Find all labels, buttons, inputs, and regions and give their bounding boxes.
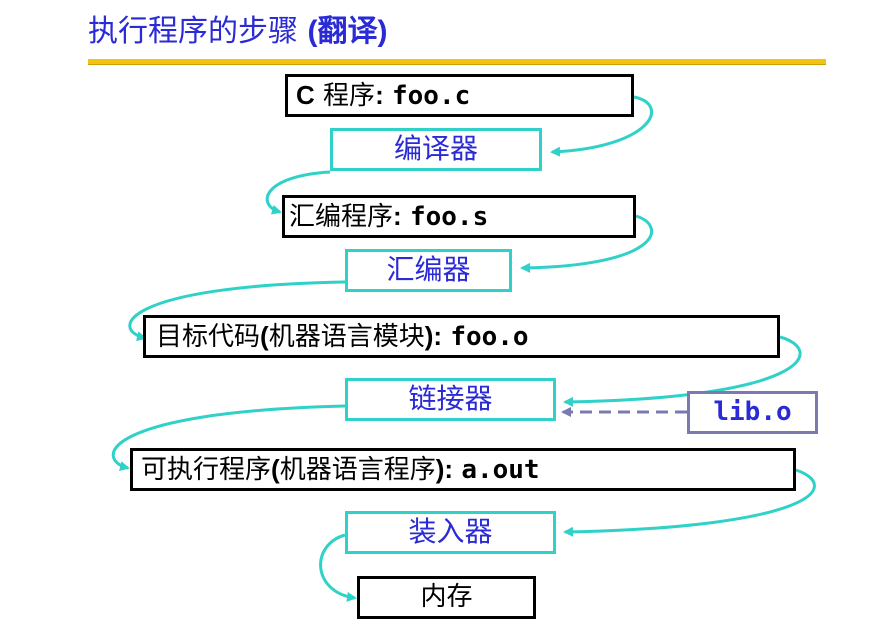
executable-box: 可执行程序(机器语言程序): a.out xyxy=(130,448,796,491)
assembler-box: 汇编器 xyxy=(345,249,512,292)
memory-box: 内存 xyxy=(357,576,536,619)
library-label: lib.o xyxy=(713,397,792,427)
asm-program-colon: : xyxy=(393,201,402,231)
object-code-colon: : xyxy=(433,321,443,351)
object-code-paren-open: ( xyxy=(260,321,269,351)
asm-program-box: 汇编程序: foo.s xyxy=(282,195,636,238)
c-program-file: foo.c xyxy=(392,81,471,111)
library-box: lib.o xyxy=(687,391,818,434)
page-title: 执行程序的步骤 (翻译) xyxy=(88,12,388,52)
object-code-paren-label: 机器语言模块 xyxy=(268,322,425,352)
executable-colon: : xyxy=(444,454,454,484)
arrow-asm-to-assembler xyxy=(520,214,653,273)
object-code-paren-close: ) xyxy=(424,321,434,351)
loader-label: 装入器 xyxy=(408,515,493,548)
asm-program-label: 汇编程序 xyxy=(289,202,394,232)
executable-file: a.out xyxy=(461,455,540,485)
asm-program-file: foo.s xyxy=(409,202,489,232)
arrow-assembler-to-object xyxy=(128,280,346,342)
memory-label: 内存 xyxy=(420,582,473,612)
c-program-box: C 程序: foo.c xyxy=(285,74,634,117)
title-underline xyxy=(88,59,826,65)
arrow-loader-to-memory xyxy=(319,533,357,602)
object-code-file: foo.o xyxy=(450,322,529,352)
arrow-compiler-to-asm xyxy=(265,170,331,215)
object-code-label: 目标代码 xyxy=(156,322,261,352)
c-program-label: 程序 xyxy=(323,81,376,111)
executable-paren-close: ) xyxy=(435,454,445,484)
linker-box: 链接器 xyxy=(345,378,556,421)
executable-paren-label: 机器语言程序 xyxy=(279,455,436,485)
c-program-prefix: C xyxy=(296,80,315,110)
linker-label: 链接器 xyxy=(408,382,493,415)
executable-paren-open: ( xyxy=(271,454,280,484)
arrow-linker-to-exec xyxy=(111,404,346,471)
arrow-object-to-linker xyxy=(563,335,802,407)
arrow-exec-to-loader xyxy=(563,468,816,537)
c-program-colon: : xyxy=(375,80,384,110)
loader-box: 装入器 xyxy=(345,511,556,554)
executable-label: 可执行程序 xyxy=(141,455,272,485)
compiler-box: 编译器 xyxy=(330,128,542,171)
title-paren: (翻译) xyxy=(307,15,388,48)
title-main: 执行程序的步骤 xyxy=(88,14,298,49)
arrow-program-to-compiler xyxy=(550,95,653,157)
object-code-box: 目标代码(机器语言模块): foo.o xyxy=(143,315,780,358)
assembler-label: 汇编器 xyxy=(386,253,471,286)
compiler-label: 编译器 xyxy=(393,132,478,165)
